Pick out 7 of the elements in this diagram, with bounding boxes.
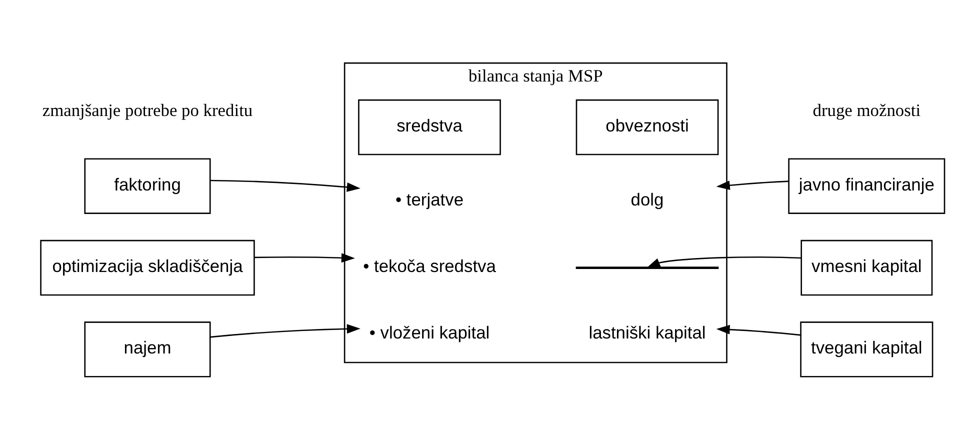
node-text: lastniški kapital xyxy=(588,322,706,342)
label: zmanjšanje potrebe po kreditu xyxy=(42,100,253,120)
label: druge možnosti xyxy=(812,100,921,120)
node-text: • tekoča sredstva xyxy=(363,255,496,276)
node-text: • terjatve xyxy=(395,188,464,209)
node-text: • vloženi kapital xyxy=(369,322,490,342)
node-text: dolg xyxy=(630,188,664,209)
